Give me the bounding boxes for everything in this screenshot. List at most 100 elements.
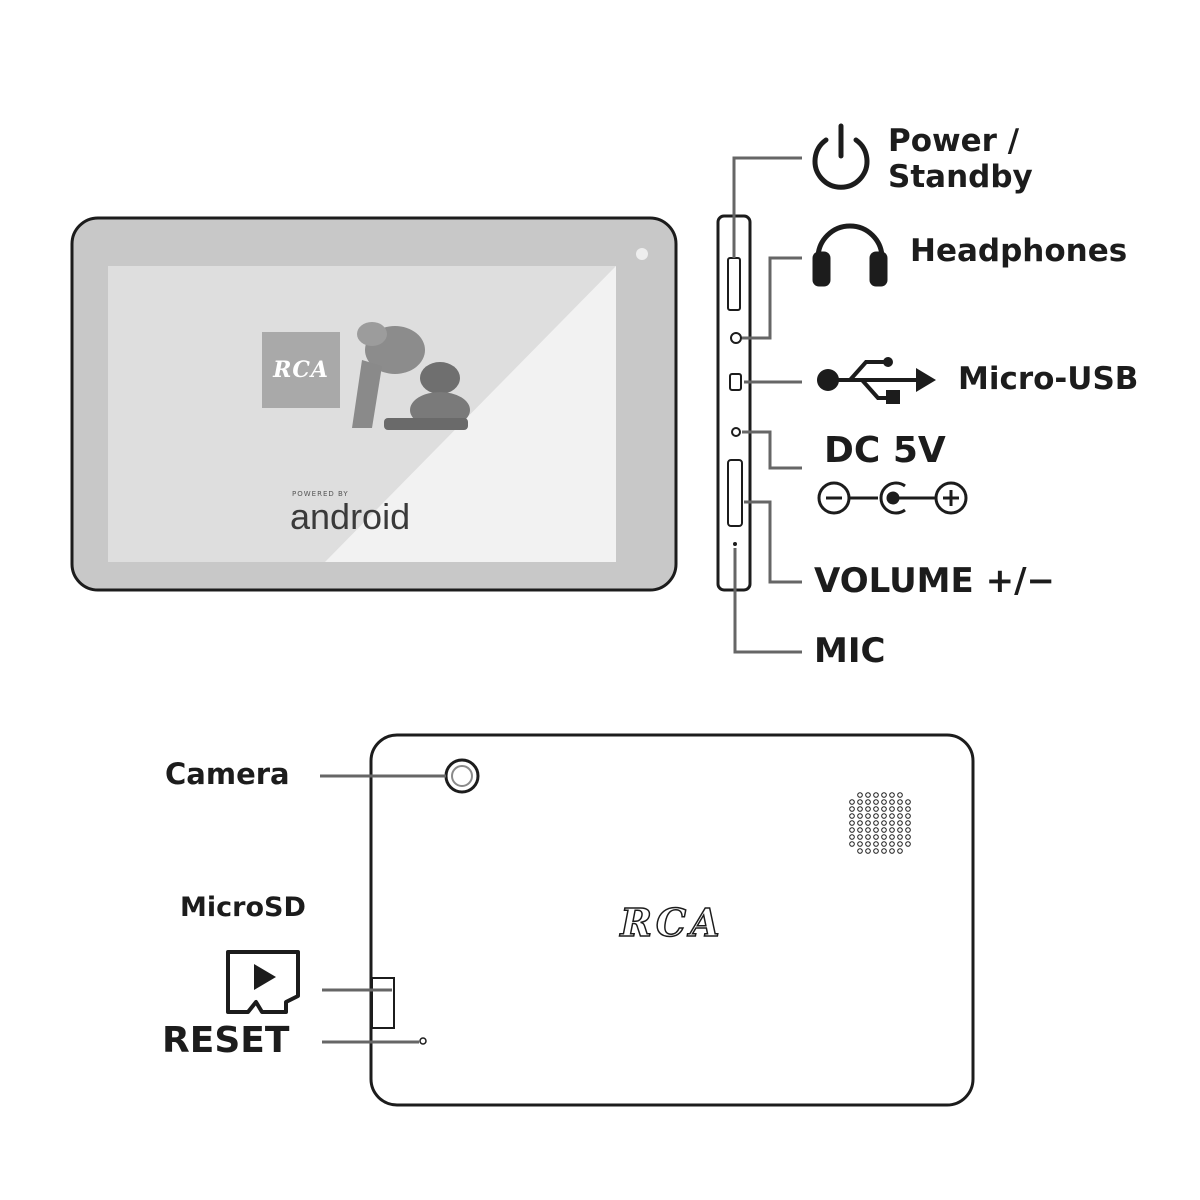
grille-hole: [889, 820, 895, 826]
headphones-icon: [812, 223, 888, 287]
grille-hole: [865, 820, 871, 826]
grille-hole: [905, 834, 911, 840]
dc-5v-label: DC 5V: [824, 430, 946, 471]
grille-hole: [897, 806, 903, 812]
grille-hole: [865, 848, 871, 854]
tablet-front: [70, 216, 678, 592]
grille-hole: [881, 827, 887, 833]
speaker-grille-icon: [849, 792, 911, 854]
grille-hole: [865, 806, 871, 812]
grille-hole: [889, 813, 895, 819]
dogs-illustration: [352, 322, 470, 430]
grille-hole: [897, 841, 903, 847]
grille-hole: [865, 834, 871, 840]
grille-hole: [889, 848, 895, 854]
grille-hole: [849, 820, 855, 826]
grille-hole: [849, 834, 855, 840]
grille-hole: [881, 820, 887, 826]
microsd-card-icon: [226, 950, 300, 1014]
grille-hole: [857, 827, 863, 833]
grille-hole: [873, 799, 879, 805]
grille-hole: [873, 813, 879, 819]
grille-hole: [849, 827, 855, 833]
microsd-slot: [371, 977, 395, 1029]
grille-hole: [897, 813, 903, 819]
grille-hole: [857, 792, 863, 798]
dc-polarity-icon: [817, 481, 968, 515]
grille-hole: [881, 792, 887, 798]
grille-hole: [857, 841, 863, 847]
grille-hole: [897, 834, 903, 840]
grille-hole: [881, 848, 887, 854]
grille-hole: [857, 820, 863, 826]
camera-label: Camera: [165, 757, 290, 791]
grille-hole: [857, 799, 863, 805]
grille-hole: [857, 813, 863, 819]
grille-hole: [889, 841, 895, 847]
grille-hole: [857, 848, 863, 854]
grille-hole: [905, 806, 911, 812]
grille-hole: [873, 792, 879, 798]
usb-port: [729, 373, 742, 391]
microsd-label: MicroSD: [180, 892, 306, 923]
camera-lens-icon: [444, 758, 480, 794]
mic-hole: [733, 542, 737, 546]
reset-label: RESET: [162, 1020, 290, 1061]
powered-by-text: POWERED BY: [292, 490, 349, 498]
volume-rocker: [727, 459, 743, 527]
mic-label: MIC: [814, 631, 886, 671]
grille-hole: [881, 799, 887, 805]
android-logo-text: android: [290, 496, 411, 537]
grille-hole: [865, 799, 871, 805]
grille-hole: [865, 841, 871, 847]
reset-hole: [419, 1037, 427, 1045]
grille-hole: [897, 820, 903, 826]
grille-hole: [881, 841, 887, 847]
tablet-side: [716, 214, 752, 592]
grille-hole: [897, 827, 903, 833]
grille-hole: [857, 834, 863, 840]
grille-hole: [881, 806, 887, 812]
grille-hole: [849, 841, 855, 847]
grille-hole: [897, 799, 903, 805]
grille-hole: [873, 820, 879, 826]
headphone-jack: [730, 332, 742, 344]
rca-logo-box: [262, 332, 340, 408]
power-standby-label: Power / Standby: [888, 123, 1033, 195]
back-leader-lines: [320, 774, 446, 1044]
grille-hole: [849, 806, 855, 812]
front-rca-logo: RCA: [273, 357, 329, 383]
back-rca-logo: RCA: [620, 899, 724, 946]
grille-hole: [873, 806, 879, 812]
power-icon: [812, 123, 870, 190]
grille-hole: [889, 827, 895, 833]
volume-label: VOLUME +/−: [814, 561, 1055, 601]
grille-hole: [873, 827, 879, 833]
usb-icon: [817, 357, 936, 404]
micro-usb-label: Micro-USB: [958, 361, 1139, 397]
dc-jack: [731, 427, 741, 437]
grille-hole: [881, 813, 887, 819]
grille-hole: [905, 820, 911, 826]
grille-hole: [865, 813, 871, 819]
grille-hole: [857, 806, 863, 812]
grille-hole: [897, 792, 903, 798]
power-label-line1: Power /: [888, 123, 1020, 159]
grille-hole: [865, 827, 871, 833]
front-camera-dot: [636, 248, 648, 260]
grille-hole: [897, 848, 903, 854]
side-leader-lines: [732, 156, 802, 654]
grille-hole: [889, 792, 895, 798]
grille-hole: [905, 827, 911, 833]
grille-hole: [889, 834, 895, 840]
tablet-back: [369, 733, 975, 1107]
grille-hole: [905, 813, 911, 819]
grille-hole: [905, 841, 911, 847]
grille-hole: [873, 841, 879, 847]
grille-hole: [889, 806, 895, 812]
grille-hole: [873, 834, 879, 840]
grille-hole: [889, 799, 895, 805]
grille-hole: [881, 834, 887, 840]
headphones-label: Headphones: [910, 233, 1128, 269]
